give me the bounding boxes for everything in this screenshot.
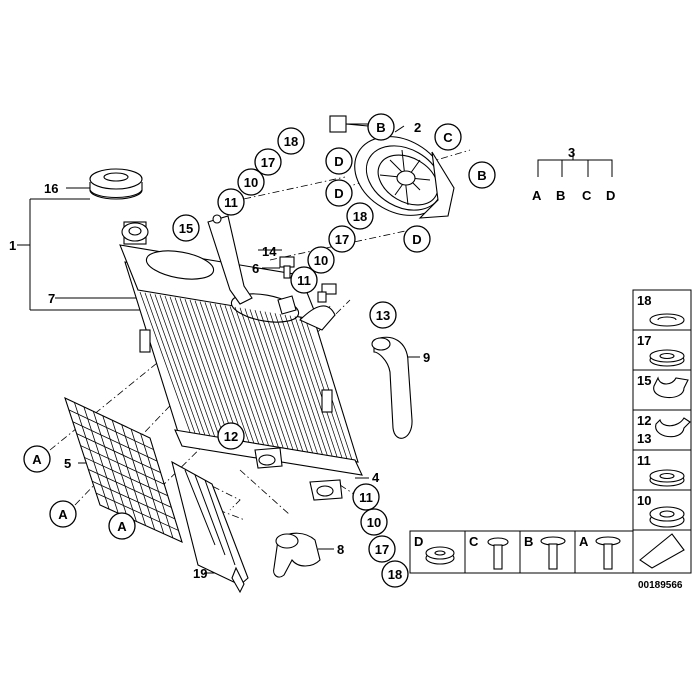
legend-11: 11: [637, 453, 651, 468]
callout-A-2: A: [49, 500, 77, 528]
radiator-core-fins: [139, 291, 353, 461]
label-4: 4: [372, 470, 380, 485]
callout-11-bottom: 11: [352, 483, 380, 511]
svg-text:18: 18: [353, 209, 367, 224]
hose-9: [371, 336, 413, 439]
svg-text:B: B: [376, 120, 385, 135]
label-8: 8: [337, 542, 344, 557]
sensor-6: [279, 256, 295, 279]
label-3-C: C: [582, 188, 592, 203]
label-1: 1: [9, 238, 16, 253]
fan-assembly: [329, 115, 455, 219]
svg-text:18: 18: [388, 567, 402, 582]
svg-text:11: 11: [359, 490, 373, 505]
svg-text:15: 15: [179, 221, 193, 236]
callout-10-bottom: 10: [360, 508, 388, 536]
svg-text:D: D: [334, 186, 343, 201]
callout-11-top: 11: [217, 188, 245, 216]
svg-text:A: A: [58, 507, 68, 522]
label-3-A: A: [532, 188, 542, 203]
svg-text:17: 17: [261, 155, 275, 170]
part-labels: 1 16 7 14 6 2 3 9 5 4 8 19 A B C D: [9, 120, 615, 581]
radiator-cap: [89, 168, 143, 200]
svg-text:13: 13: [376, 308, 390, 323]
svg-text:A: A: [32, 452, 42, 467]
callout-17-bottom: 17: [368, 535, 396, 563]
svg-text:17: 17: [335, 232, 349, 247]
svg-text:18: 18: [284, 134, 298, 149]
bottom-legend: D C B A: [409, 530, 634, 574]
callout-18-top: 18: [277, 127, 305, 155]
svg-text:10: 10: [314, 253, 328, 268]
svg-text:11: 11: [224, 195, 238, 210]
callout-17-top: 17: [254, 148, 282, 176]
label-5: 5: [64, 456, 71, 471]
callout-A-3: A: [108, 512, 136, 540]
callout-15: 15: [172, 214, 200, 242]
label-6: 6: [252, 261, 259, 276]
legend-15: 15: [637, 373, 651, 388]
callout-10-top: 10: [237, 168, 265, 196]
callout-D-2: D: [325, 179, 353, 207]
label-9: 9: [423, 350, 430, 365]
legend-B: B: [524, 534, 533, 549]
label-7: 7: [48, 291, 55, 306]
callout-10-mid: 10: [307, 246, 335, 274]
legend-13: 13: [637, 431, 651, 446]
callout-18-bottom: 18: [381, 560, 409, 588]
svg-text:10: 10: [244, 175, 258, 190]
svg-text:C: C: [443, 130, 453, 145]
label-3-B: B: [556, 188, 565, 203]
grille: [64, 396, 183, 544]
label-14: 14: [262, 244, 277, 259]
radiator: [119, 221, 363, 501]
legend-10: 10: [637, 493, 651, 508]
callout-13: 13: [369, 301, 397, 329]
svg-text:12: 12: [224, 429, 238, 444]
label-2: 2: [414, 120, 421, 135]
callout-A-1: A: [23, 445, 51, 473]
legend-C: C: [469, 534, 479, 549]
callouts: 18 17 10 11 15 D D 18 17 10 11 B C B D 1…: [23, 113, 496, 588]
svg-text:A: A: [117, 519, 127, 534]
legend-17: 17: [637, 333, 651, 348]
callout-D-3: D: [403, 225, 431, 253]
callout-C-1: C: [434, 123, 462, 151]
legend-A: A: [579, 534, 589, 549]
label-16: 16: [44, 181, 58, 196]
label-3-D: D: [606, 188, 615, 203]
svg-text:17: 17: [375, 542, 389, 557]
label-19: 19: [193, 566, 207, 581]
callout-D-1: D: [325, 147, 353, 175]
guard-19: [171, 460, 249, 594]
svg-text:10: 10: [367, 515, 381, 530]
callout-11-mid: 11: [290, 266, 318, 294]
hose-14: [207, 214, 253, 305]
svg-text:B: B: [477, 168, 486, 183]
callout-17-mid: 17: [328, 225, 356, 253]
callout-12: 12: [217, 422, 245, 450]
diagram-id: 00189566: [638, 580, 683, 591]
sensor-6b: [317, 283, 337, 303]
svg-text:D: D: [412, 232, 421, 247]
side-legend: 18 17 15 12 13 11 10: [632, 289, 692, 574]
svg-text:11: 11: [297, 273, 311, 288]
callout-B-1: B: [367, 113, 395, 141]
hose-8: [273, 532, 321, 578]
grille-mesh: [68, 402, 179, 539]
legend-D: D: [414, 534, 423, 549]
legend-18: 18: [637, 293, 651, 308]
legend-12: 12: [637, 413, 651, 428]
callout-B-2: B: [468, 161, 496, 189]
svg-text:D: D: [334, 154, 343, 169]
label-3: 3: [568, 145, 575, 160]
callout-18-mid: 18: [346, 202, 374, 230]
